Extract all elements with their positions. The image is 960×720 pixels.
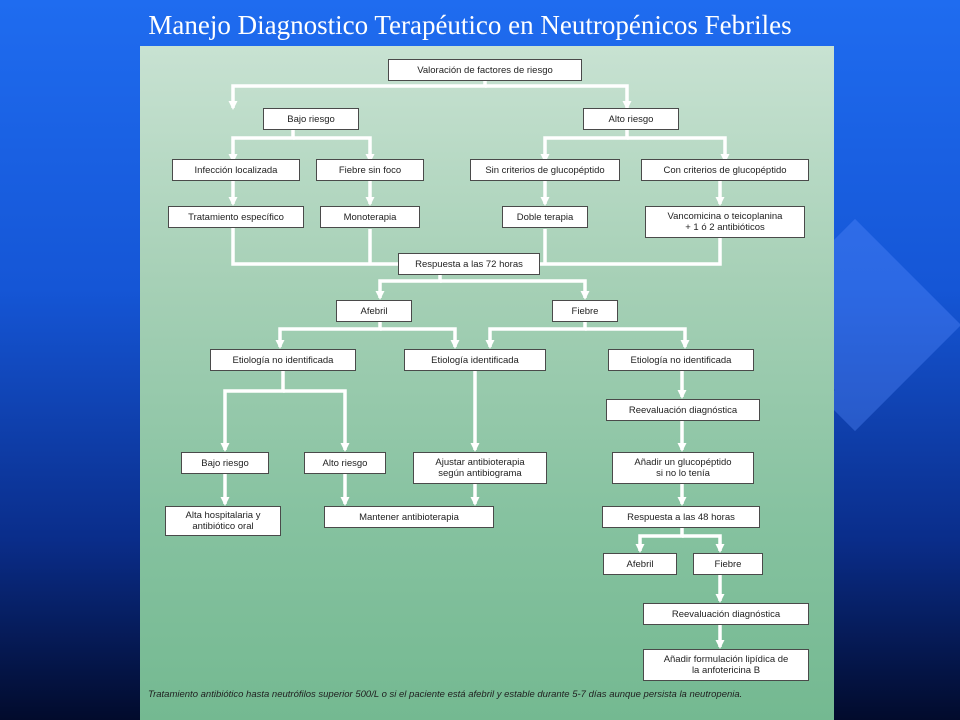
connector <box>540 130 629 163</box>
node-bajo-riesgo-2: Bajo riesgo <box>181 452 269 474</box>
node-monoterapia: Monoterapia <box>320 206 420 228</box>
node-respuesta-48-horas: Respuesta a las 48 horas <box>602 506 760 528</box>
flowchart-panel: Valoración de factores de riesgo Bajo ri… <box>140 46 834 720</box>
connector <box>585 327 690 349</box>
connector <box>293 136 375 163</box>
connector <box>231 227 398 266</box>
node-alto-riesgo: Alto riesgo <box>583 108 679 130</box>
node-alta-hospitalaria: Alta hospitalaria y antibiótico oral <box>165 506 281 536</box>
node-etiologia-no-identificada-fiebre: Etiología no identificada <box>608 349 754 371</box>
node-valoracion-factores-riesgo: Valoración de factores de riesgo <box>388 59 582 81</box>
node-tratamiento-especifico: Tratamiento específico <box>168 206 304 228</box>
node-etiologia-no-identificada-afebril: Etiología no identificada <box>210 349 356 371</box>
connector <box>485 321 587 349</box>
slide-title: Manejo Diagnostico Terapéutico en Neutro… <box>148 10 792 40</box>
connector <box>283 389 350 452</box>
node-bajo-riesgo: Bajo riesgo <box>263 108 359 130</box>
node-respuesta-72-horas: Respuesta a las 72 horas <box>398 253 540 275</box>
connector <box>635 527 684 553</box>
connector <box>375 274 442 300</box>
node-fiebre-2: Fiebre <box>693 553 763 575</box>
connector <box>380 327 460 349</box>
node-afebril-2: Afebril <box>603 553 677 575</box>
node-ajustar-antibioterapia: Ajustar antibioterapia según antibiogram… <box>413 452 547 484</box>
node-sin-criterios-glucopeptido: Sin criterios de glucopéptido <box>470 159 620 181</box>
node-reevaluacion-diagnostica-1: Reevaluación diagnóstica <box>606 399 760 421</box>
node-reevaluacion-diagnostica-2: Reevaluación diagnóstica <box>643 603 809 625</box>
connector <box>440 279 590 300</box>
node-anadir-anfotericina: Añadir formulación lipídica de la anfote… <box>643 649 809 681</box>
node-alto-riesgo-2: Alto riesgo <box>304 452 386 474</box>
flowchart-connectors <box>220 81 730 649</box>
node-infeccion-localizada: Infección localizada <box>172 159 300 181</box>
node-anadir-glucopeptido: Añadir un glucopéptido si no lo tenía <box>612 452 754 484</box>
connector <box>220 371 285 452</box>
connector <box>682 534 725 553</box>
node-vancomicina-teicoplanina: Vancomicina o teicoplanina + 1 ó 2 antib… <box>645 206 805 238</box>
connector <box>540 237 722 266</box>
node-fiebre-sin-foco: Fiebre sin foco <box>316 159 424 181</box>
node-etiologia-identificada: Etiología identificada <box>404 349 546 371</box>
node-fiebre: Fiebre <box>552 300 618 322</box>
connector <box>275 321 382 349</box>
node-doble-terapia: Doble terapia <box>502 206 588 228</box>
footnote: Tratamiento antibiótico hasta neutrófilo… <box>148 689 743 700</box>
connector <box>228 130 295 163</box>
connector <box>627 136 730 163</box>
node-con-criterios-glucopeptido: Con criterios de glucopéptido <box>641 159 809 181</box>
node-afebril: Afebril <box>336 300 412 322</box>
connector <box>228 81 487 110</box>
node-mantener-antibioterapia: Mantener antibioterapia <box>324 506 494 528</box>
connector <box>485 84 632 110</box>
